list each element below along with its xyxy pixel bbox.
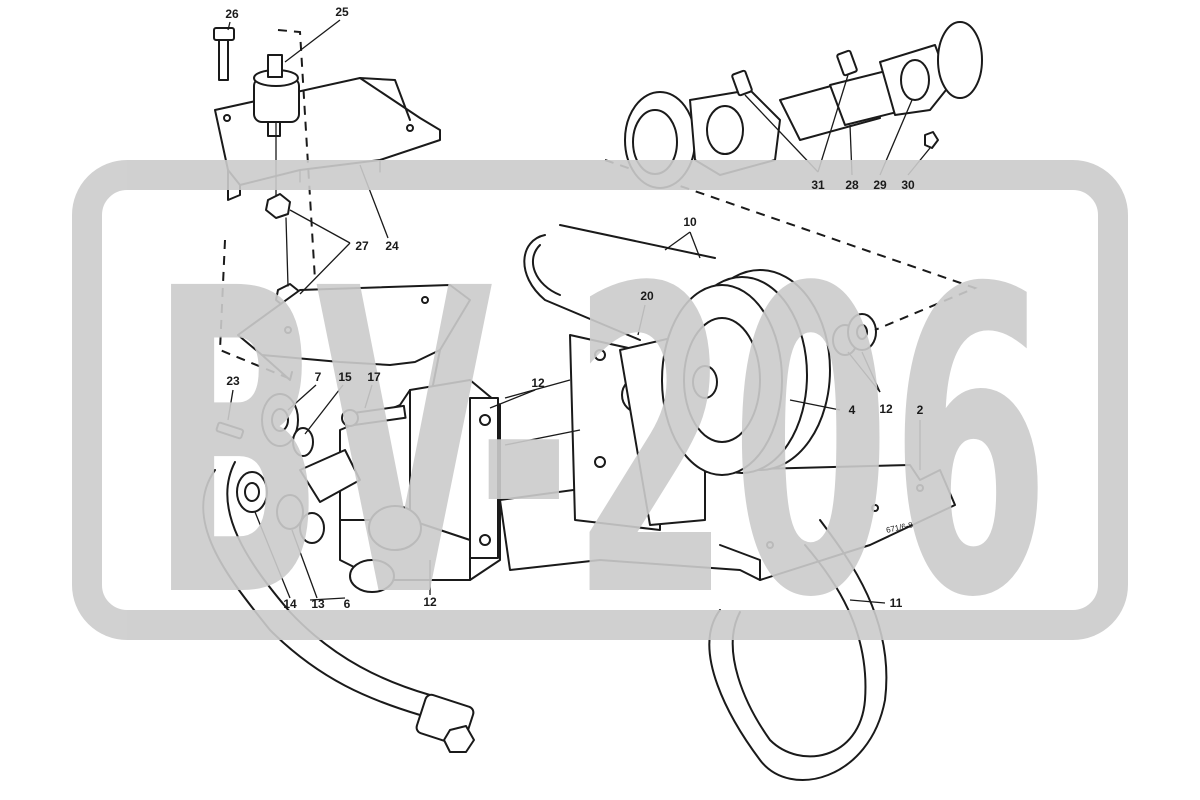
nut-27-upper <box>265 193 291 219</box>
part-label-27: 27 <box>355 239 369 253</box>
leader-lines <box>227 19 931 604</box>
part-label-28: 28 <box>845 178 859 192</box>
part-label-30: 30 <box>901 178 915 192</box>
bolt-26 <box>213 27 235 81</box>
hydraulic-pump-assembly <box>202 379 501 753</box>
part-label-29: 29 <box>873 178 887 192</box>
part-label-14: 14 <box>283 597 297 611</box>
frame-and-pulley-assembly <box>499 159 978 781</box>
part-labels: 26 25 27 24 23 7 15 17 12 14 13 6 12 20 … <box>225 5 923 611</box>
part-label-26: 26 <box>225 7 239 21</box>
part-label-12-a: 12 <box>531 376 545 390</box>
watermark-text: BV-206 <box>150 201 1050 690</box>
part-label-13: 13 <box>311 597 325 611</box>
part-label-2: 2 <box>917 403 924 417</box>
part-label-6: 6 <box>344 597 351 611</box>
part-label-25: 25 <box>335 5 349 19</box>
part-label-17: 17 <box>367 370 381 384</box>
watermark: BV-206 <box>72 160 1128 690</box>
part-label-12-b: 12 <box>423 595 437 609</box>
part-label-24: 24 <box>385 239 399 253</box>
part-label-20: 20 <box>640 289 654 303</box>
rubber-mount-25 <box>253 54 300 137</box>
part-label-10: 10 <box>683 215 697 229</box>
part-label-4: 4 <box>849 403 856 417</box>
part-label-23: 23 <box>226 374 240 388</box>
part-label-7: 7 <box>315 370 322 384</box>
part-label-15: 15 <box>338 370 352 384</box>
part-label-12-c: 12 <box>879 402 893 416</box>
part-label-11: 11 <box>890 596 903 610</box>
pulley-4 <box>661 269 831 476</box>
part-label-31: 31 <box>811 178 825 192</box>
upper-bracket-assembly <box>213 27 471 411</box>
